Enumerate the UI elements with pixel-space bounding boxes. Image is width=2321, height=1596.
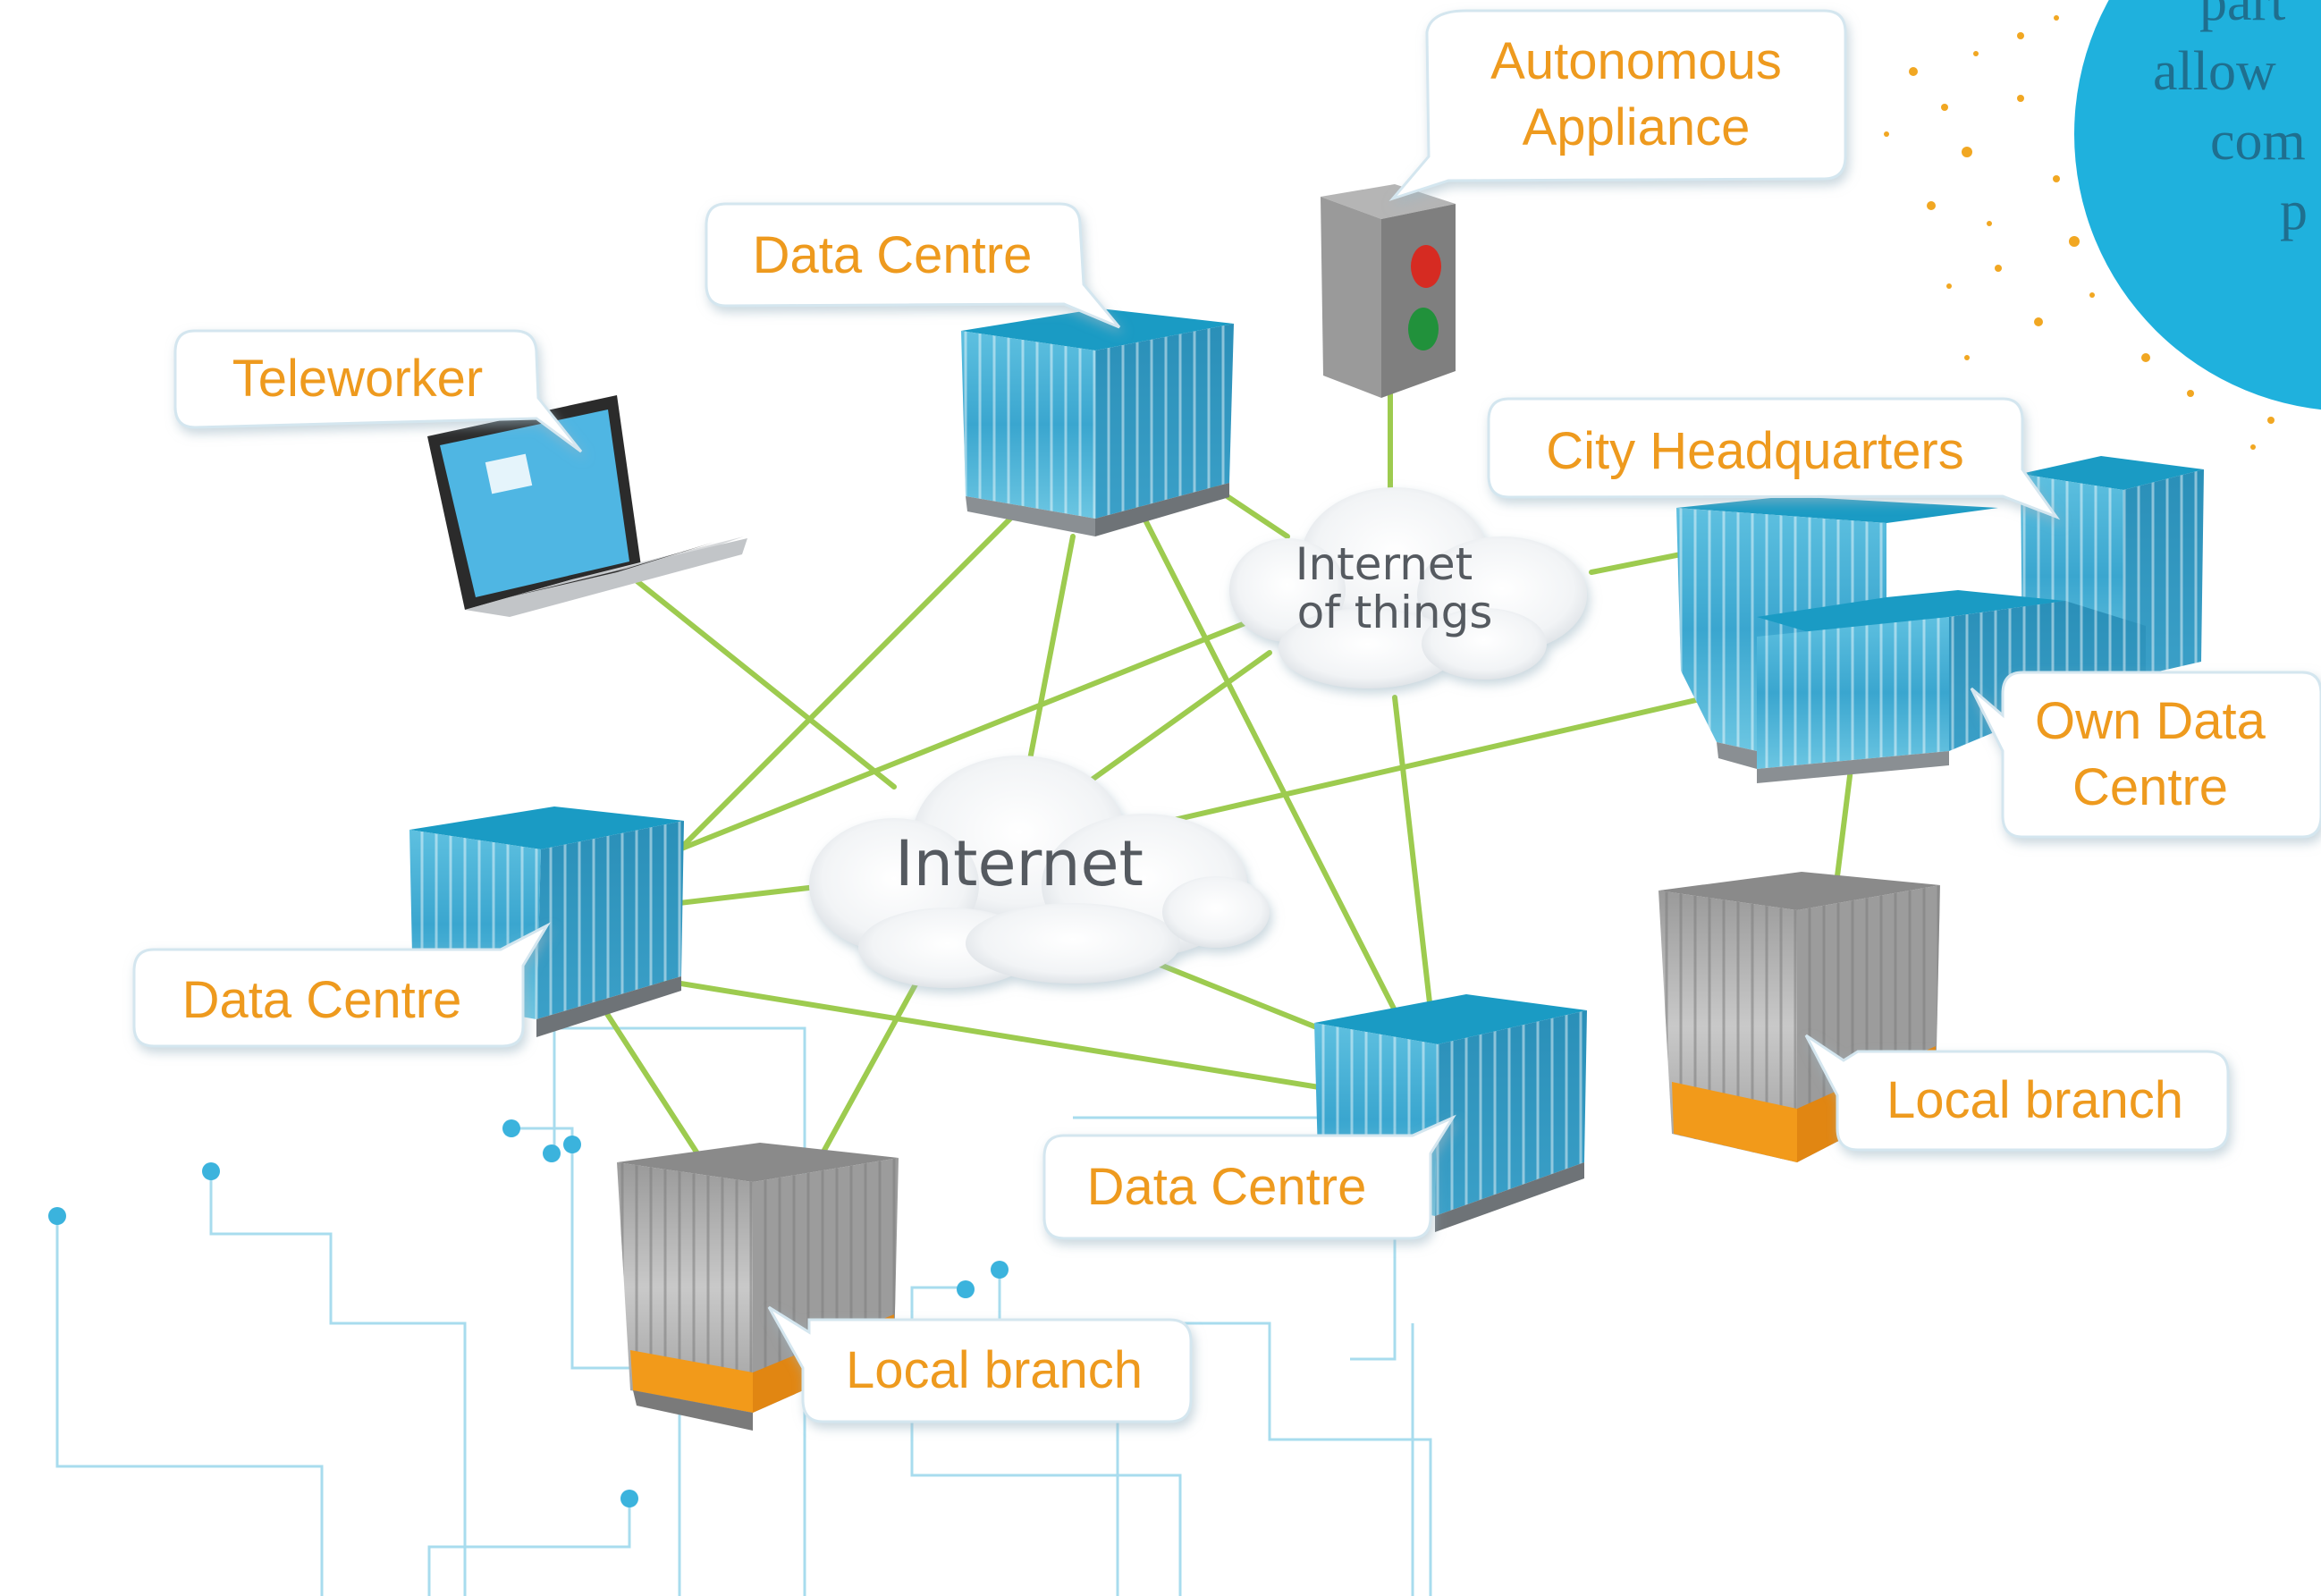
corner-bubble-line2: allow — [2153, 41, 2276, 102]
corner-info-bubble: part allow com p — [2074, 0, 2321, 410]
circuit-traces — [55, 1026, 1432, 1596]
callout-own-data-centre: Own Data Centre — [1970, 671, 2321, 839]
callout-local-branch-left: Local branch — [767, 1305, 1193, 1423]
local-branch-right-label: Local branch — [1886, 1071, 2183, 1129]
own-data-centre-label-line2: Centre — [2072, 758, 2228, 816]
iot-label-line1: Internet — [1296, 538, 1473, 590]
iot-label-line2: of things — [1297, 587, 1493, 638]
data-centre-top-label: Data Centre — [753, 226, 1033, 284]
headquarters-building-icon — [1676, 456, 2204, 783]
own-data-centre-label-line1: Own Data — [2035, 692, 2266, 750]
traffic-light-icon — [1321, 184, 1456, 398]
laptop-icon — [427, 395, 747, 617]
iot-cloud: Internet of things — [1229, 487, 1587, 688]
corner-bubble-line4: p — [2280, 181, 2308, 241]
callout-data-centre-left: Data Centre — [132, 922, 552, 1048]
city-hq-label: City Headquarters — [1546, 422, 1963, 480]
callout-city-headquarters: City Headquarters — [1487, 397, 2061, 520]
data-centre-left-label: Data Centre — [182, 971, 462, 1029]
autonomous-label-line2: Appliance — [1523, 98, 1751, 156]
callout-autonomous-appliance: Autonomous Appliance — [1388, 9, 1847, 202]
internet-label: Internet — [895, 827, 1144, 900]
local-branch-left-label: Local branch — [846, 1341, 1143, 1399]
autonomous-label-line1: Autonomous — [1490, 32, 1782, 90]
corner-bubble-line1: part — [2199, 0, 2285, 32]
callout-teleworker: Teleworker — [173, 329, 583, 453]
callout-data-centre-bottom: Data Centre — [1042, 1114, 1456, 1240]
callout-data-centre-top: Data Centre — [705, 202, 1121, 329]
internet-cloud: Internet — [809, 756, 1270, 988]
circuit-nodes — [48, 1119, 1009, 1507]
network-links — [596, 391, 1853, 1156]
data-centre-building-icon — [961, 308, 1234, 536]
data-centre-bottom-label: Data Centre — [1087, 1158, 1367, 1216]
callout-local-branch-right: Local branch — [1804, 1034, 2230, 1152]
corner-bubble-line3: com — [2210, 111, 2306, 172]
teleworker-label: Teleworker — [232, 350, 483, 408]
